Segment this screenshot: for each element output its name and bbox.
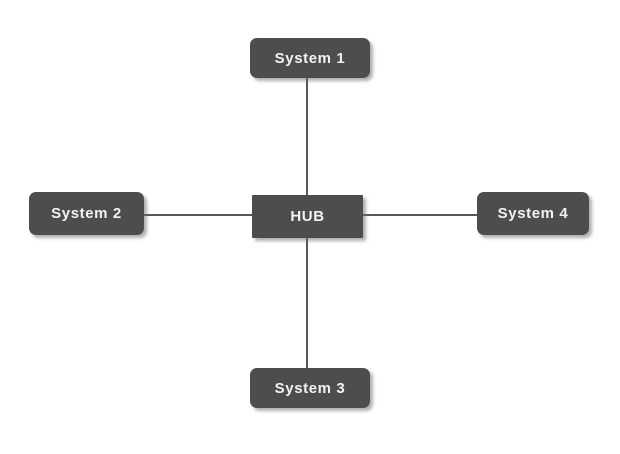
node-hub: HUB — [252, 195, 363, 238]
node-system-1: System 1 — [250, 38, 370, 78]
node-system-2: System 2 — [29, 192, 144, 235]
node-hub-label: HUB — [290, 208, 325, 225]
edge-hub-to-system3 — [306, 237, 308, 369]
edge-hub-to-system1 — [306, 78, 308, 196]
node-system-2-label: System 2 — [51, 205, 122, 222]
node-system-1-label: System 1 — [274, 49, 346, 67]
node-system-3-label: System 3 — [274, 379, 346, 397]
edge-hub-to-system4 — [362, 214, 478, 216]
node-system-3: System 3 — [250, 368, 370, 408]
node-system-4: System 4 — [477, 192, 589, 235]
edge-hub-to-system2 — [143, 214, 253, 216]
node-system-4-label: System 4 — [497, 205, 569, 222]
